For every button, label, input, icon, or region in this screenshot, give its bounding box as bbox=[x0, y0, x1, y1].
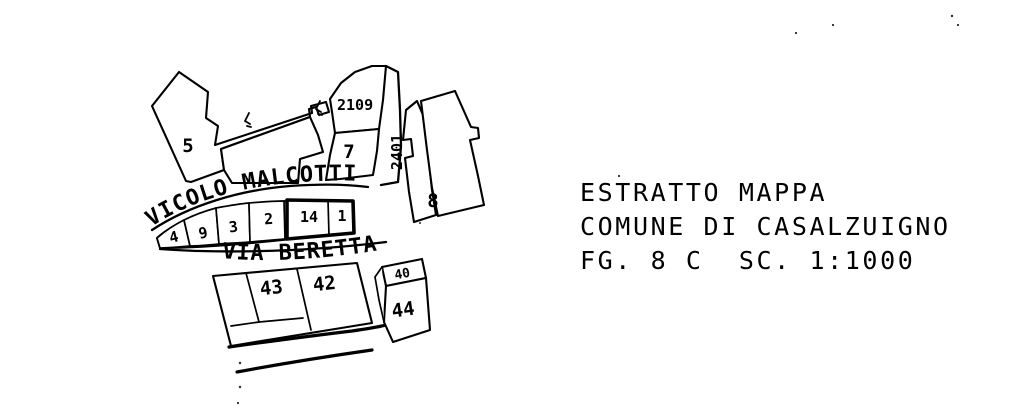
parcel-42-label: 42 bbox=[312, 272, 337, 296]
subject-parcels-14-1-block[interactable] bbox=[285, 198, 356, 241]
scan-speck bbox=[236, 401, 240, 405]
scan-speck bbox=[794, 31, 798, 35]
parcel-43-south-edge bbox=[258, 317, 304, 323]
parcel-44-label: 44 bbox=[390, 298, 416, 323]
lower-block-43-42-outline[interactable] bbox=[211, 261, 374, 348]
vicolo-malcotti-north-edge bbox=[150, 183, 370, 232]
parcel-2-label: 2 bbox=[264, 210, 274, 229]
parcel-8-boundary[interactable] bbox=[419, 89, 486, 218]
road-corridor-east bbox=[379, 64, 403, 187]
parcel-2-boundary[interactable] bbox=[248, 200, 286, 243]
via-beretta-north-edge bbox=[158, 240, 388, 253]
scan-speck bbox=[956, 23, 960, 27]
parcel-44-boundary[interactable] bbox=[382, 276, 432, 344]
building-access-tick-left bbox=[244, 112, 252, 128]
parcel-2109-boundary[interactable] bbox=[328, 64, 388, 135]
scan-speck bbox=[311, 109, 313, 111]
legend-line-sheet-scale: FG. 8 C SC. 1:1000 bbox=[580, 246, 916, 275]
scan-speck bbox=[238, 361, 242, 365]
parcel-7-boundary[interactable] bbox=[324, 127, 381, 182]
scan-speck bbox=[419, 222, 421, 224]
building-access-tick-right bbox=[315, 100, 323, 116]
scan-speck bbox=[831, 23, 835, 27]
parcel-5-label: 5 bbox=[182, 135, 193, 157]
parcel-9-label: 9 bbox=[197, 223, 209, 242]
parcel-7-label: 7 bbox=[343, 141, 354, 163]
parcel-8-label: 8 bbox=[427, 190, 438, 212]
parcel-2401-label: 2401 bbox=[388, 134, 406, 170]
parcel-1-label: 1 bbox=[337, 207, 346, 225]
scan-speck bbox=[617, 174, 621, 178]
parcel-4-label: 4 bbox=[167, 227, 180, 247]
parcel-5-wing[interactable] bbox=[219, 115, 325, 185]
parcel-2109-label: 2109 bbox=[337, 96, 373, 114]
legend-line-comune: COMUNE DI CASALZUIGNO bbox=[580, 212, 951, 241]
parcel-43-label: 43 bbox=[259, 276, 284, 300]
southern-road-edge bbox=[227, 323, 388, 349]
parcel-43-42-divider bbox=[296, 268, 312, 331]
parcel-40-44-west-notch bbox=[374, 266, 385, 323]
scan-speck bbox=[238, 385, 242, 389]
parcel-3-label: 3 bbox=[228, 218, 239, 237]
parcel-14-1-divider bbox=[327, 199, 330, 237]
map-legend-block: ESTRATTO MAPPA COMUNE DI CASALZUIGNO FG.… bbox=[580, 176, 980, 278]
parcel-14-label: 14 bbox=[300, 208, 318, 226]
legend-line-title: ESTRATTO MAPPA bbox=[580, 178, 828, 207]
parcel-40-label: 40 bbox=[393, 266, 411, 284]
southern-road-edge-outer bbox=[235, 348, 374, 374]
scan-speck bbox=[950, 14, 954, 18]
